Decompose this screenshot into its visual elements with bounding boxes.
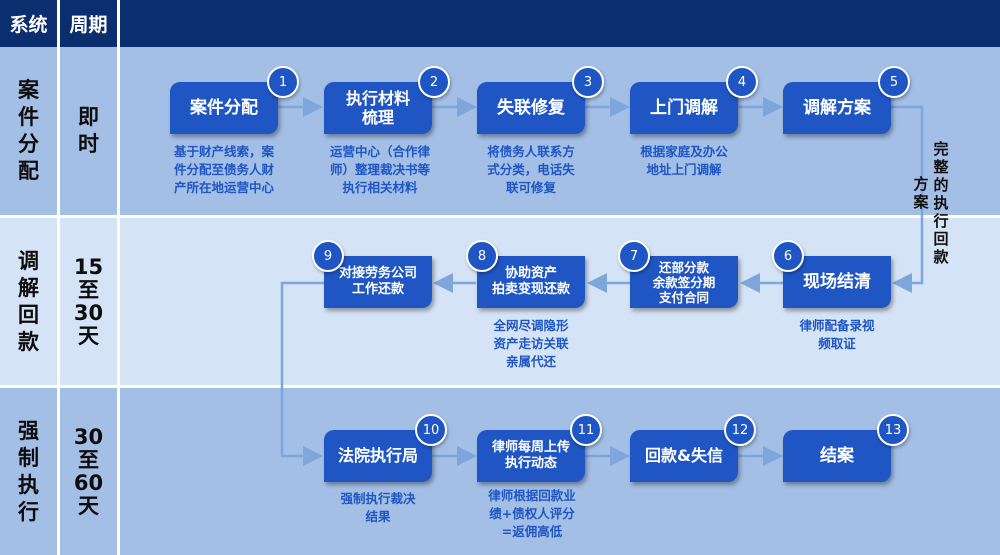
step-9-box: 对接劳务公司 工作还款 xyxy=(324,256,432,308)
step-13-number: 13 xyxy=(877,414,909,446)
header-period: 周期 xyxy=(60,0,117,47)
stage-label: 调 解 回 款 xyxy=(18,248,39,354)
step-3-desc: 将债务人联系方 式分类，电话失 联可修复 xyxy=(487,144,575,195)
step-12-number: 12 xyxy=(724,414,756,446)
step-6-number: 6 xyxy=(772,240,804,272)
step-6-desc: 律师配备录视 频取证 xyxy=(799,318,875,351)
step-4-number: 4 xyxy=(726,66,758,98)
stage-label: 案 件 分 配 xyxy=(18,78,39,183)
step-11-number: 11 xyxy=(570,414,602,446)
step-13-box: 结案 xyxy=(783,430,891,482)
step-1-box: 案件分配 xyxy=(170,82,278,134)
step-8-number: 8 xyxy=(466,240,498,272)
header-bar xyxy=(120,0,1000,47)
step-1-desc: 基于财产线索，案 件分配至债务人财 产所在地运营中心 xyxy=(173,144,274,195)
step-2-desc: 运营中心（合作律 师）整理裁决书等 执行相关材料 xyxy=(329,144,430,195)
header-system: 系统 xyxy=(0,0,57,47)
step-3-number: 3 xyxy=(572,66,604,98)
step-2-box: 执行材料 梳理 xyxy=(324,82,432,134)
side-note-line1: 完 整 的 执 行 回 款 xyxy=(933,140,949,266)
step-8-desc: 全网尽调隐形 资产走访关联 亲属代还 xyxy=(493,318,569,369)
step-12-box: 回款&失信 xyxy=(630,430,738,482)
step-11-desc: 律师根据回款业 绩+债权人评分 =返佣高低 xyxy=(488,488,576,539)
step-2-number: 2 xyxy=(418,66,450,98)
step-1-number: 1 xyxy=(267,66,299,98)
step-5-number: 5 xyxy=(878,66,910,98)
step-10-box: 法院执行局 xyxy=(324,430,432,482)
step-5-box: 调解方案 xyxy=(783,82,891,134)
arrow-5-6 xyxy=(887,105,924,293)
step-7-box: 还部分款 余款签分期 支付合同 xyxy=(630,256,738,308)
row-divider xyxy=(0,385,1000,388)
step-11-box: 律师每周上传 执行动态 xyxy=(477,430,585,482)
side-note-line2: 方 案 xyxy=(913,175,929,211)
step-4-desc: 根据家庭及办公 地址上门调解 xyxy=(640,144,728,177)
step-9-number: 9 xyxy=(312,240,344,272)
row-divider xyxy=(0,215,1000,218)
arrow-9-10 xyxy=(280,281,324,466)
period-label: 15 至 30 天 xyxy=(73,254,104,348)
step-4-box: 上门调解 xyxy=(630,82,738,134)
column-divider xyxy=(117,47,120,555)
column-divider xyxy=(57,47,60,555)
stage-label: 强 制 执 行 xyxy=(18,418,39,524)
step-3-box: 失联修复 xyxy=(477,82,585,134)
period-label: 即 时 xyxy=(78,105,99,156)
step-10-desc: 强制执行裁决 结果 xyxy=(340,491,416,524)
step-10-number: 10 xyxy=(415,414,447,446)
period-label: 30 至 60 天 xyxy=(73,424,104,518)
step-7-number: 7 xyxy=(618,240,650,272)
